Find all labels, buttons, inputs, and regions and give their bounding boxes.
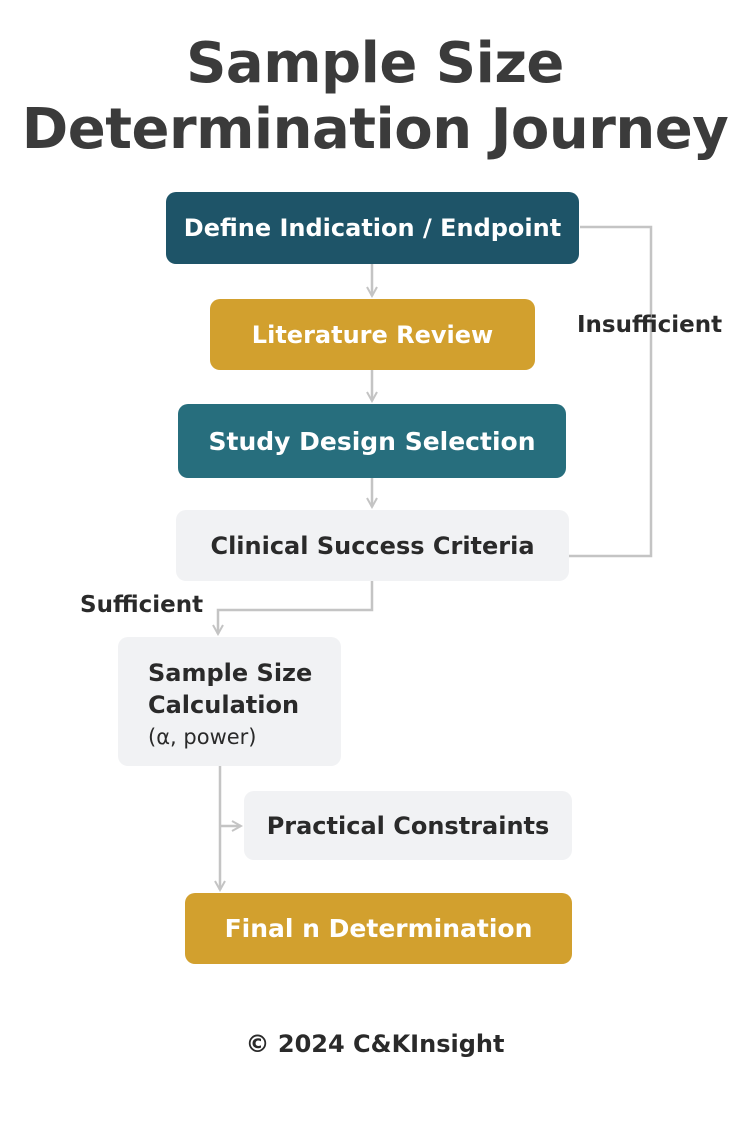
node-label: Clinical Success Criteria — [210, 531, 535, 560]
node-label: Define Indication / Endpoint — [183, 214, 562, 242]
diagram-title-line-2: Determination Journey — [21, 97, 729, 162]
node-label-line-1: Sample Size — [148, 659, 313, 687]
node-label-line-2: Calculation — [148, 691, 300, 719]
node-define-indication-endpoint: Define Indication / Endpoint — [166, 192, 579, 264]
node-literature-review: Literature Review — [210, 299, 535, 370]
edge-label-sufficient: Sufficient — [80, 592, 204, 618]
node-label: Final n Determination — [224, 914, 533, 943]
edge-criteria-to-calc — [218, 581, 374, 634]
diagram-title-line-1: Sample Size — [186, 31, 564, 96]
edge-label-insufficient: Insufficient — [577, 312, 723, 338]
node-label: Practical Constraints — [266, 811, 550, 840]
node-clinical-success-criteria: Clinical Success Criteria — [176, 510, 569, 581]
node-final-n-determination: Final n Determination — [185, 893, 572, 964]
node-label-line-3: (α, power) — [148, 725, 257, 749]
node-sample-size-calculation: Sample Size Calculation (α, power) — [118, 637, 341, 766]
copyright-footer: © 2024 C&KInsight — [245, 1030, 505, 1058]
node-label: Literature Review — [251, 320, 494, 349]
node-label: Study Design Selection — [208, 426, 536, 456]
node-practical-constraints: Practical Constraints — [244, 791, 572, 860]
node-study-design-selection: Study Design Selection — [178, 404, 566, 478]
edge-criteria-insufficient-loop — [569, 225, 653, 558]
